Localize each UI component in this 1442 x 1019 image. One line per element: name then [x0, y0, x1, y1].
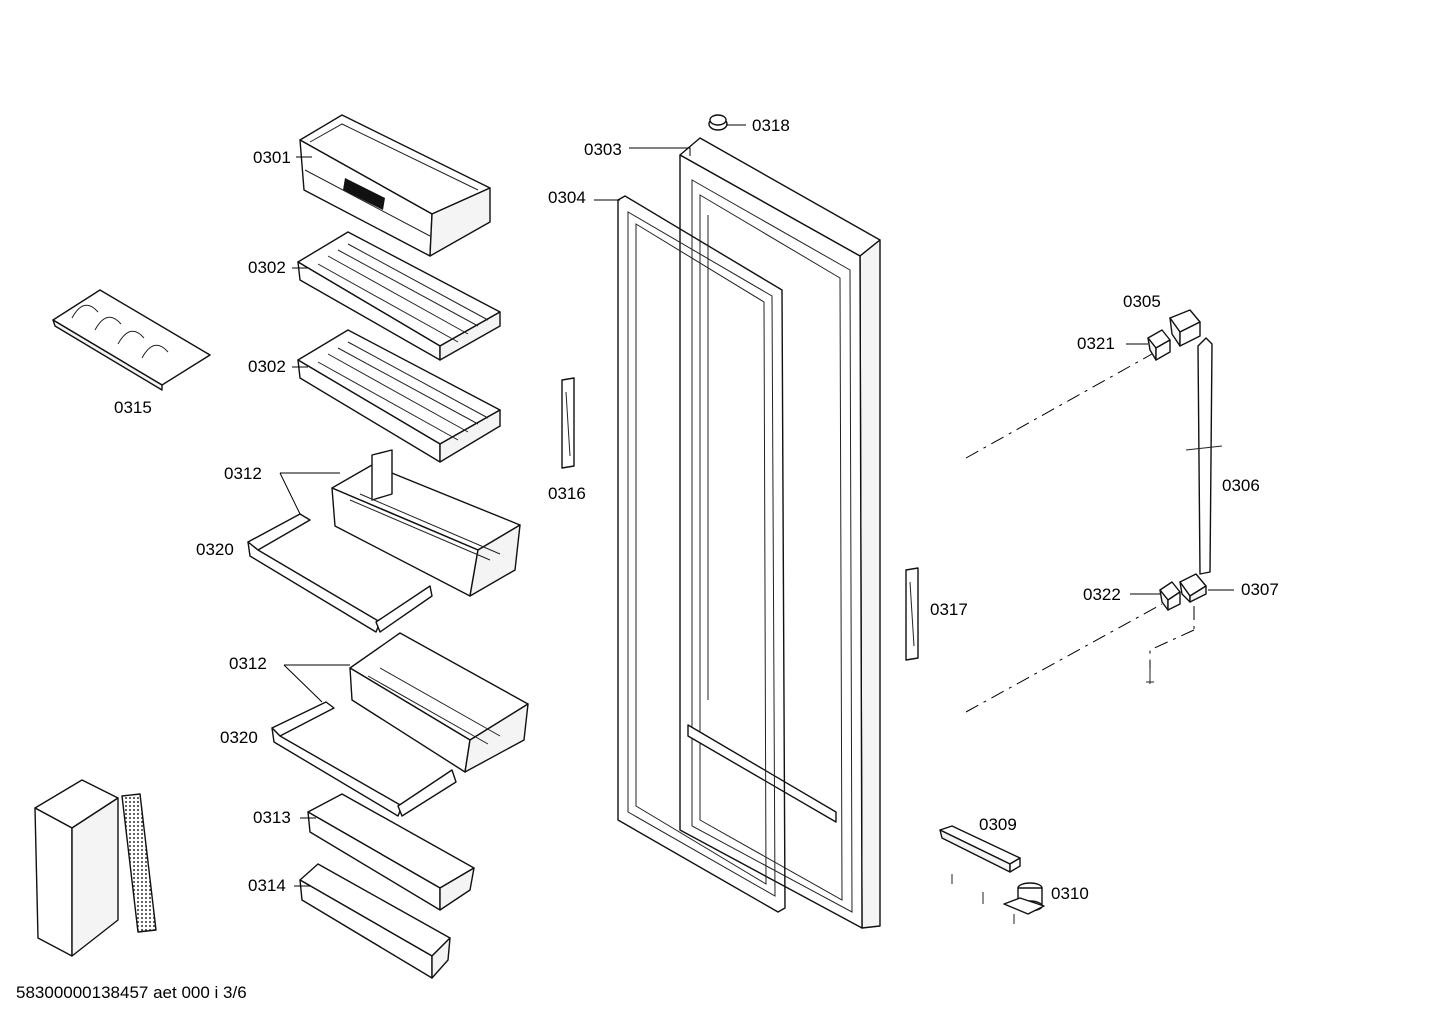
part-0321-bracket[interactable]	[1147, 329, 1171, 361]
part-0312-door-bin-upper[interactable]	[331, 449, 521, 597]
part-0312-door-bin-lower[interactable]	[349, 632, 529, 773]
label-0315: 0315	[114, 398, 152, 417]
document-reference-footer: 58300000138457 aet 000 i 3/6	[16, 983, 247, 1002]
label-0318: 0318	[752, 116, 790, 135]
screw	[1146, 668, 1154, 684]
part-0310-hinge-pin[interactable]	[1003, 882, 1045, 915]
label-0317: 0317	[930, 600, 968, 619]
part-0313-small-bin[interactable]	[307, 793, 475, 911]
label-0306: 0306	[1222, 476, 1260, 495]
part-0302-door-shelf-lower[interactable]	[297, 329, 501, 463]
part-0309-bottom-hinge[interactable]	[939, 825, 1021, 873]
label-0307: 0307	[1241, 580, 1279, 599]
label-0304: 0304	[548, 188, 586, 207]
part-0304-door-gasket[interactable]	[617, 195, 786, 913]
part-0318-cap[interactable]	[708, 114, 728, 131]
label-0302-upper: 0302	[248, 258, 286, 277]
part-0316-hinge-cover-strip[interactable]	[561, 377, 575, 469]
part-0307-hinge-block[interactable]	[1179, 573, 1207, 603]
label-0301: 0301	[253, 148, 291, 167]
label-0309: 0309	[979, 815, 1017, 834]
label-0322: 0322	[1083, 585, 1121, 604]
label-0303: 0303	[584, 140, 622, 159]
label-0312-upper: 0312	[224, 464, 262, 483]
part-0306-rod[interactable]	[1185, 337, 1223, 575]
label-0312-lower: 0312	[229, 654, 267, 673]
screws	[951, 874, 1015, 924]
label-0302-lower: 0302	[248, 357, 286, 376]
label-0313: 0313	[253, 808, 291, 827]
part-0320-rail-lower[interactable]	[271, 701, 457, 817]
label-0305: 0305	[1123, 292, 1161, 311]
label-0310: 0310	[1051, 884, 1089, 903]
label-0321: 0321	[1077, 334, 1115, 353]
filter-housing[interactable]	[34, 779, 157, 957]
part-0320-rail-upper[interactable]	[247, 513, 433, 633]
part-0305-hinge-block[interactable]	[1169, 309, 1201, 347]
part-0322-bracket[interactable]	[1159, 581, 1181, 611]
part-0314-bottle-bin[interactable]	[299, 863, 451, 979]
label-0316: 0316	[548, 484, 586, 503]
leader-lines	[279, 124, 1234, 887]
part-0317-hinge-cover-strip[interactable]	[905, 567, 919, 661]
part-labels: 0301 0302 0302 0315 0312 0320 0312 0320 …	[114, 116, 1279, 903]
label-0320-upper: 0320	[196, 540, 234, 559]
part-0303-door[interactable]	[679, 137, 881, 929]
label-0314: 0314	[248, 876, 286, 895]
part-0302-door-shelf-upper[interactable]	[297, 231, 501, 361]
part-0301-dairy-compartment[interactable]	[299, 114, 491, 257]
part-0315-egg-tray[interactable]	[52, 289, 211, 391]
label-0320-lower: 0320	[220, 728, 258, 747]
